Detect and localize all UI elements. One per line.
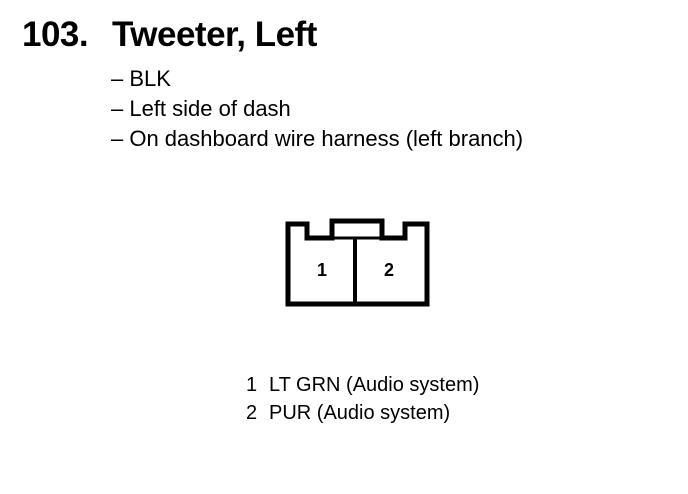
connector-pin-1-label: 1 xyxy=(317,260,327,280)
connector-outline xyxy=(285,218,430,307)
connector-diagram: 1 2 xyxy=(285,218,430,307)
pin-list: 1 LT GRN (Audio system) 2 PUR (Audio syste… xyxy=(246,371,479,427)
component-title: 103. Tweeter, Left xyxy=(22,14,317,56)
component-details: – BLK – Left side of dash – On dashboard… xyxy=(111,64,523,154)
pin-row: 2 PUR (Audio system) xyxy=(246,399,479,427)
component-number: 103. xyxy=(22,15,89,54)
detail-harness: – On dashboard wire harness (left branch… xyxy=(111,126,524,151)
detail-location: – Left side of dash xyxy=(111,96,291,121)
connector-pin-2-label: 2 xyxy=(384,260,394,280)
pin-number: 2 xyxy=(246,402,258,424)
pin-description: LT GRN (Audio system) xyxy=(269,374,480,396)
detail-connector-color: – BLK xyxy=(111,66,171,91)
pin-description: PUR (Audio system) xyxy=(269,402,451,424)
pin-row: 1 LT GRN (Audio system) xyxy=(246,371,479,399)
pin-number: 1 xyxy=(246,374,258,396)
component-name: Tweeter, Left xyxy=(112,15,317,54)
